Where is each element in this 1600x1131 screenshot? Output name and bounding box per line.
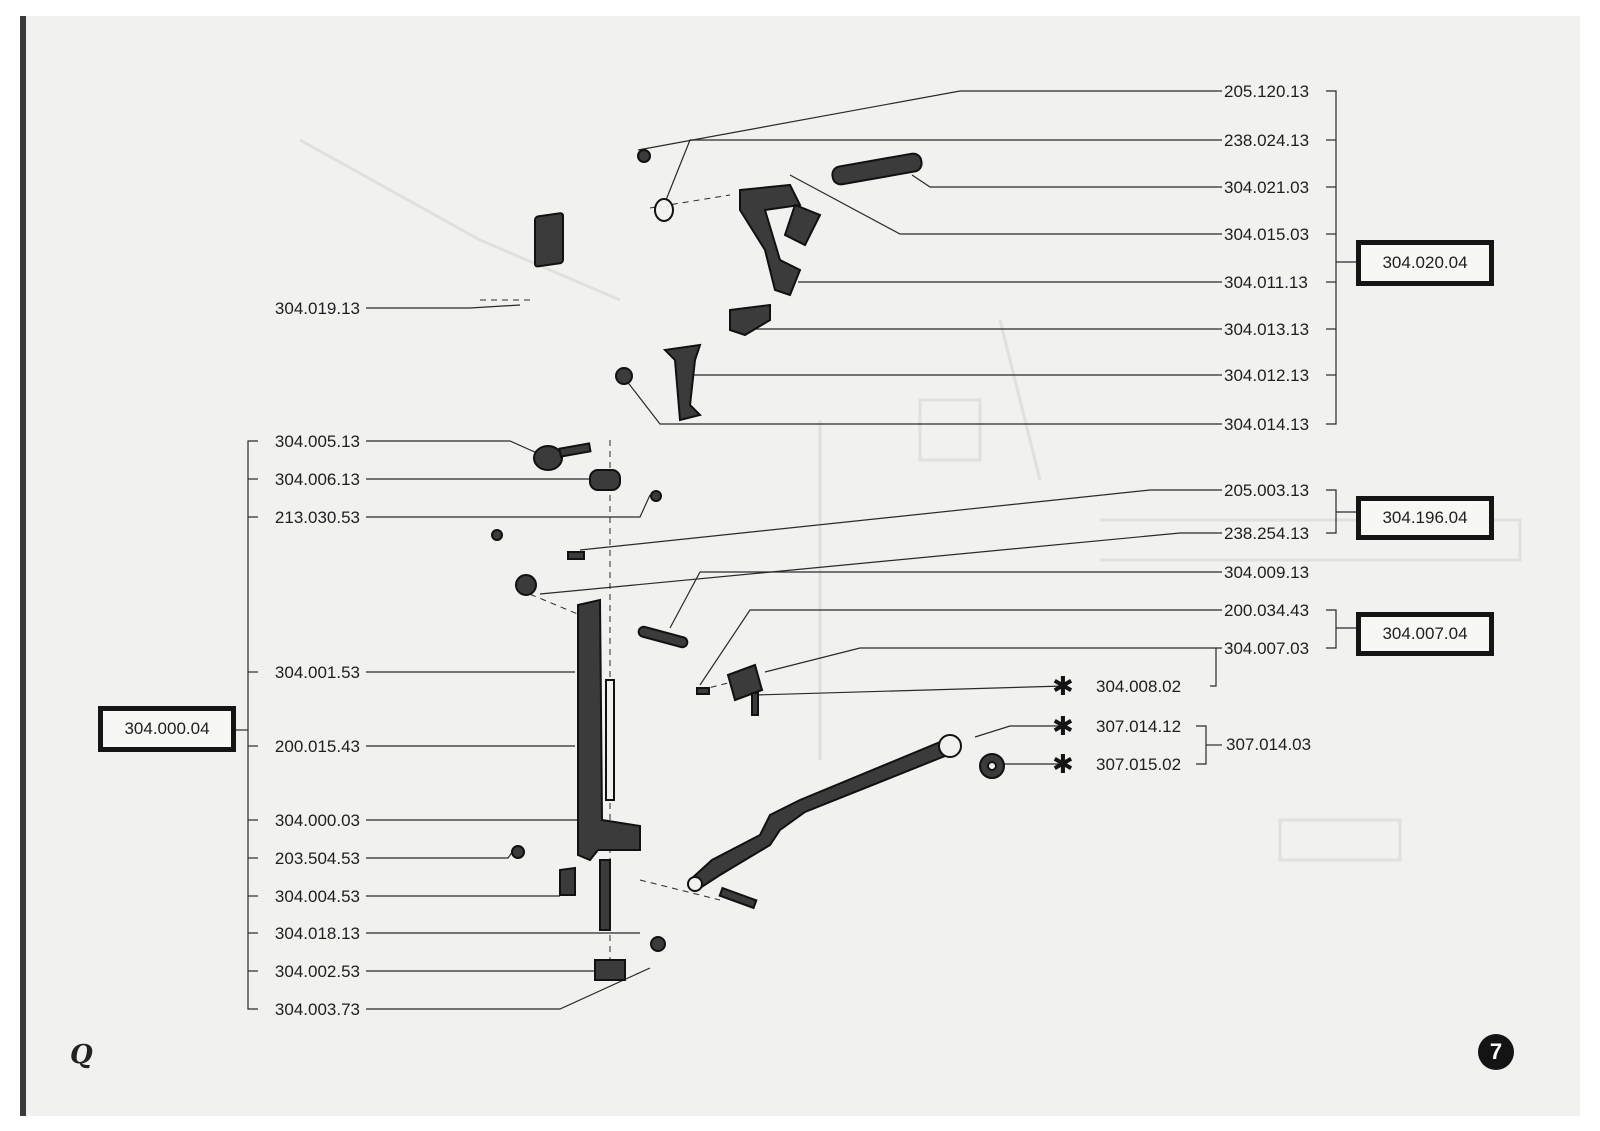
part-label: 304.011.13: [1224, 273, 1308, 292]
part-label: 304.014.13: [1224, 415, 1310, 434]
stud-part: [637, 625, 689, 649]
part-label: 304.005.13: [274, 432, 360, 451]
link-part: [729, 303, 771, 337]
crank-lever-part: [739, 183, 802, 297]
part-label: 304.009.13: [1224, 563, 1310, 582]
part-label: 200.034.43: [1224, 601, 1310, 620]
star-icon: ✱: [1052, 712, 1074, 742]
part-label: 213.030.53: [274, 508, 360, 527]
guide-rod-part: [605, 679, 615, 801]
part-label: 205.120.13: [1224, 82, 1310, 101]
screw-part: [567, 551, 585, 560]
bushing-hole: [987, 761, 997, 771]
part-label: 304.019.13: [274, 299, 360, 318]
assembly-box-screws: 304.196.04: [1356, 496, 1494, 540]
part-label: 304.013.13: [1224, 320, 1310, 339]
group-label: 307.014.03: [1226, 735, 1312, 754]
part-label: 304.000.03: [274, 811, 360, 830]
part-label: 304.015.03: [1224, 225, 1310, 244]
bent-arm-part: [783, 203, 822, 247]
leader-lines: [236, 90, 1356, 1010]
clamp-part: [726, 663, 764, 702]
part-label: 203.504.53: [274, 849, 360, 868]
part-label: 304.012.13: [1224, 366, 1310, 385]
manual-page: [20, 16, 1580, 1116]
part-label: 200.015.43: [274, 737, 360, 756]
block-part: [534, 212, 564, 268]
assembly-box-main: 304.000.04: [98, 706, 236, 752]
bolt-shaft-part: [558, 442, 592, 458]
part-label: 304.021.03: [1224, 178, 1310, 197]
lever-link-part: [662, 343, 702, 422]
screw-part: [511, 845, 525, 859]
pin-part: [831, 152, 923, 186]
screw-part: [637, 149, 651, 163]
assembly-box-clamp: 304.007.04: [1356, 612, 1494, 656]
parts: [491, 149, 1005, 981]
screw-part: [751, 692, 759, 716]
page-binding-edge: [20, 16, 26, 1116]
screw-part: [650, 936, 666, 952]
part-label-spare: 307.015.02: [1096, 755, 1182, 774]
screw-part: [615, 367, 633, 385]
assembly-box-upper: 304.020.04: [1356, 240, 1494, 286]
screw-part: [491, 529, 503, 541]
sleeve-part: [589, 469, 621, 491]
star-markers: ✱ ✱ ✱: [1052, 672, 1074, 780]
reverse-page-bleed: [299, 138, 1522, 862]
rod-eye-part: [687, 876, 703, 892]
page-number: 7: [1478, 1034, 1514, 1070]
part-label: 304.006.13: [274, 470, 360, 489]
screw-part: [696, 687, 710, 695]
clip-part: [559, 866, 576, 896]
bolt-part: [718, 886, 758, 910]
part-label: 304.003.73: [274, 1000, 360, 1019]
washer-part: [654, 198, 674, 222]
part-label-spare: 307.014.12: [1096, 717, 1182, 736]
part-label: 304.001.53: [274, 663, 360, 682]
star-icon: ✱: [1052, 672, 1074, 702]
part-label: 304.007.03: [1224, 639, 1310, 658]
screw-part: [650, 490, 662, 502]
part-label: 304.018.13: [274, 924, 360, 943]
eye-bolt-part: [533, 445, 563, 471]
star-icon: ✱: [1052, 750, 1074, 780]
foot-block-part: [594, 959, 626, 981]
connecting-rod-part: [688, 738, 957, 890]
shaft-part: [599, 859, 611, 931]
part-label: 238.024.13: [1224, 131, 1310, 150]
brand-logo-icon: Q: [70, 1040, 93, 1070]
needle-bar-frame-part: [577, 598, 641, 862]
part-label: 304.004.53: [274, 887, 360, 906]
part-label-spare: 304.008.02: [1096, 677, 1182, 696]
part-label: 238.254.13: [1224, 524, 1310, 543]
part-label: 304.002.53: [274, 962, 360, 981]
rod-eye-part: [938, 734, 962, 758]
collar-part: [515, 574, 537, 596]
part-label: 205.003.13: [1224, 481, 1310, 500]
